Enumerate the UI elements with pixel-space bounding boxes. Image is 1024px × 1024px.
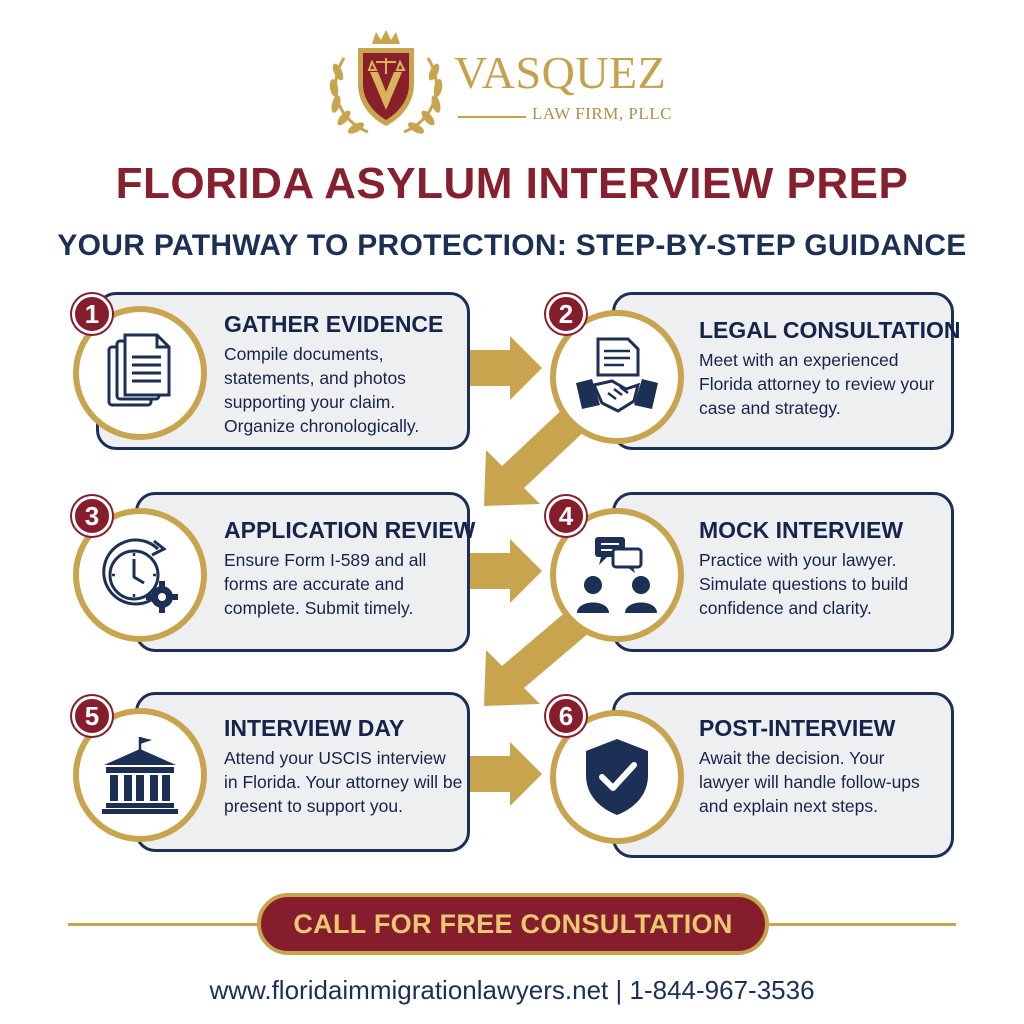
step-title-4: MOCK INTERVIEW [699, 517, 904, 543]
website-link[interactable]: www.floridaimmigrationlawyers.net [209, 975, 609, 1005]
footer-contact: www.floridaimmigrationlawyers.net | 1-84… [0, 972, 1024, 1008]
page-title: FLORIDA ASYLUM INTERVIEW PREP [115, 159, 909, 208]
step-icon-circle-3 [73, 508, 207, 642]
phone-number[interactable]: 1-844-967-3536 [629, 975, 815, 1005]
documents-icon [107, 333, 171, 407]
cta-divider-right [766, 923, 956, 926]
step-description-1: Compile documents, statements, and photo… [224, 344, 420, 436]
step-number-badge-4: 4 [546, 496, 586, 536]
step-title-6: POST-INTERVIEW [699, 715, 896, 741]
call-consultation-button[interactable]: CALL FOR FREE CONSULTATION [257, 893, 769, 955]
step-title-5: INTERVIEW DAY [224, 715, 405, 741]
step-description-4: Practice with your lawyer. Simulate ques… [699, 550, 909, 618]
page-subtitle: YOUR PATHWAY TO PROTECTION: STEP-BY-STEP… [57, 229, 967, 262]
step-title-1: GATHER EVIDENCE [224, 311, 444, 337]
arrow-right-1-2 [470, 336, 542, 400]
footer-separator: | [615, 975, 623, 1005]
step-icon-circle-2 [550, 310, 684, 444]
brand-divider [458, 116, 526, 118]
step-number-badge-3: 3 [72, 496, 112, 536]
logo-crest-icon [329, 30, 443, 134]
shield-check-icon [586, 739, 648, 815]
brand-subtitle: LAW FIRM, PLLC [532, 104, 672, 123]
step-number-badge-1: 1 [72, 294, 112, 334]
arrow-diag-4-5 [484, 610, 590, 706]
conversation-icon [577, 537, 657, 613]
step-description-2: Meet with an experienced Florida attorne… [699, 350, 935, 418]
clock-gear-icon [102, 538, 178, 613]
step-description-5: Attend your USCIS interview in Florida. … [224, 748, 463, 816]
step-number-badge-2: 2 [546, 294, 586, 334]
handshake-icon [576, 337, 658, 413]
step-description-3: Ensure Form I-589 and all forms are accu… [224, 550, 427, 618]
step-icon-circle-4 [550, 508, 684, 642]
step-title-3: APPLICATION REVIEW [224, 517, 476, 543]
courthouse-icon [102, 737, 178, 814]
arrow-right-5-6 [470, 742, 542, 806]
step-number-badge-6: 6 [546, 696, 586, 736]
cta-divider-left [68, 923, 260, 926]
step-icon-circle-5 [73, 708, 207, 842]
step-title-2: LEGAL CONSULTATION [699, 317, 961, 343]
brand-logo: VASQUEZ LAW FIRM, PLLC [324, 28, 724, 140]
arrow-right-3-4 [470, 539, 542, 603]
step-description-6: Await the decision. Your lawyer will han… [699, 748, 920, 816]
brand-name: VASQUEZ [454, 47, 667, 98]
step-number-badge-5: 5 [72, 696, 112, 736]
arrow-diag-2-3 [484, 404, 590, 506]
